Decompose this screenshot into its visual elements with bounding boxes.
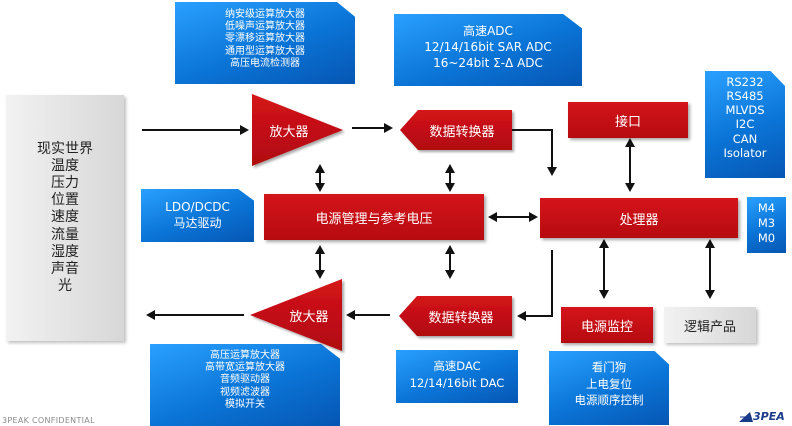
interface-feature: RS232 bbox=[726, 75, 764, 89]
real-world-item: 温度 bbox=[51, 158, 79, 175]
bottom-amp-features-box: 高压运算放大器高带宽运算放大器音频驱动器视频滤波器模拟开关 bbox=[150, 344, 340, 426]
monitor-features-box: 看门狗上电复位电源顺序控制 bbox=[549, 351, 669, 425]
interface-feature: MLVDS bbox=[725, 103, 765, 118]
real-world-item: 位置 bbox=[51, 192, 79, 209]
real-world-item: 湿度 bbox=[51, 243, 79, 260]
dac-features-box: 高速DAC 12/14/16bit DAC bbox=[396, 350, 518, 403]
top-amp-features-list: 纳安级运算放大器低噪声运算放大器零漂移运算放大器通用型运算放大器高压电流检测器 bbox=[175, 9, 355, 70]
logo-mark-icon bbox=[739, 412, 753, 422]
dac-feature: 12/14/16bit DAC bbox=[409, 376, 505, 391]
bottom-amp-feature: 高带宽运算放大器 bbox=[205, 362, 285, 374]
bottom-amp-feature: 模拟开关 bbox=[225, 398, 265, 410]
top-amp-feature: 零漂移运算放大器 bbox=[225, 33, 305, 45]
dac-shape bbox=[399, 296, 512, 336]
mcu-core: M4 bbox=[757, 201, 776, 215]
mcu-core: M3 bbox=[757, 215, 776, 230]
dac-features-list: 高速DAC 12/14/16bit DAC bbox=[396, 358, 518, 393]
confidential-footer: 3PEAK CONFIDENTIAL bbox=[2, 416, 95, 425]
power-management-block: 电源管理与参考电压 bbox=[264, 194, 484, 240]
interface-feature: RS485 bbox=[726, 89, 764, 104]
top-amplifier-shape bbox=[252, 94, 343, 166]
arrow-adc-to-processor bbox=[512, 129, 553, 170]
top-amp-feature: 低噪声运算放大器 bbox=[225, 21, 305, 33]
ldo-features-list: LDO/DCDC 马达驱动 bbox=[141, 199, 254, 231]
top-amp-feature: 通用型运算放大器 bbox=[225, 45, 305, 57]
real-world-item: 声音 bbox=[51, 260, 79, 277]
top-amp-feature: 纳安级运算放大器 bbox=[225, 9, 305, 20]
ldo-feature: LDO/DCDC bbox=[165, 200, 230, 214]
real-world-item: 压力 bbox=[51, 175, 79, 192]
logic-products-block: 逻辑产品 bbox=[664, 307, 756, 343]
adc-shape bbox=[400, 110, 512, 150]
interface-feature: Isolator bbox=[723, 145, 767, 160]
company-logo: 3PEA bbox=[753, 410, 785, 423]
top-amp-features-box: 纳安级运算放大器低噪声运算放大器零漂移运算放大器通用型运算放大器高压电流检测器 bbox=[175, 2, 355, 84]
real-world-item: 速度 bbox=[51, 209, 79, 226]
adc-feature: 12/14/16bit SAR ADC bbox=[424, 40, 552, 55]
real-world-box: 现实世界温度压力位置速度流量湿度声音光 bbox=[6, 95, 124, 341]
real-world-item: 流量 bbox=[51, 226, 79, 243]
bottom-amp-features-list: 高压运算放大器高带宽运算放大器音频驱动器视频滤波器模拟开关 bbox=[150, 350, 340, 411]
power-monitor-block: 电源监控 bbox=[561, 307, 653, 343]
top-amp-feature: 高压电流检测器 bbox=[230, 57, 300, 69]
real-world-item: 光 bbox=[58, 277, 72, 294]
ldo-feature: 马达驱动 bbox=[173, 216, 222, 231]
dac-feature: 高速DAC bbox=[433, 359, 481, 373]
mcu-core: M0 bbox=[757, 230, 776, 245]
monitor-feature: 上电复位 bbox=[586, 376, 632, 391]
ldo-features-box: LDO/DCDC 马达驱动 bbox=[141, 189, 254, 242]
dac-label: 数据转换器 bbox=[428, 311, 494, 326]
processor-block: 处理器 bbox=[540, 198, 738, 238]
adc-feature: 高速ADC bbox=[463, 24, 513, 38]
adc-feature: 16~24bit Σ-Δ ADC bbox=[433, 56, 543, 71]
interface-block: 接口 bbox=[568, 102, 688, 138]
bottom-amp-feature: 视频滤波器 bbox=[220, 386, 270, 398]
bottom-amplifier-shape bbox=[250, 279, 342, 351]
bottom-amp-feature: 音频驱动器 bbox=[220, 374, 270, 386]
adc-label: 数据转换器 bbox=[429, 125, 495, 140]
monitor-feature: 电源顺序控制 bbox=[574, 393, 644, 408]
bottom-amplifier-label: 放大器 bbox=[289, 310, 329, 325]
interface-feature: CAN bbox=[732, 131, 758, 146]
arrow-processor-to-dac bbox=[523, 250, 553, 317]
top-amplifier-label: 放大器 bbox=[269, 125, 309, 140]
real-world-list: 现实世界温度压力位置速度流量湿度声音光 bbox=[37, 141, 93, 295]
interface-feature: I2C bbox=[735, 117, 755, 132]
bottom-amp-feature: 高压运算放大器 bbox=[210, 350, 280, 361]
monitor-features-list: 看门狗上电复位电源顺序控制 bbox=[549, 359, 669, 409]
real-world-item: 现实世界 bbox=[37, 141, 93, 158]
monitor-feature: 看门狗 bbox=[591, 360, 627, 374]
